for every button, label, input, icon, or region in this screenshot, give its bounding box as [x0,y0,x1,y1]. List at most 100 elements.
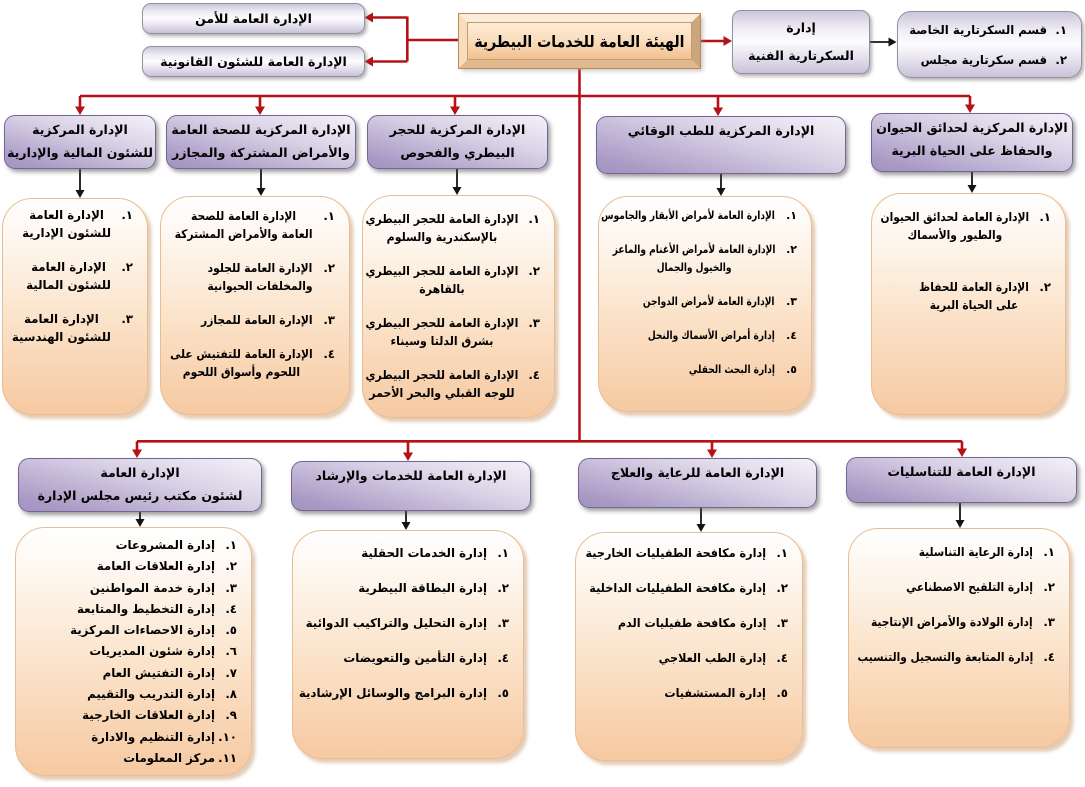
item-text: إدارة التدريب والتقييم [87,687,215,702]
item-text: الإدارة العامة للحجر البيطري للوجه القبل… [365,368,518,400]
general-care-treatment-header: الإدارة العامة للرعاية والعلاج [578,458,817,508]
item-number: ٤. [1043,650,1055,664]
item-text: إدارة المتابعة والتسجيل والتنسيب [857,650,1033,664]
central-zoos-wildlife-list-item: ٢. الإدارة العامة للحفاظ على الحياة البر… [880,278,1051,314]
item-text: إدارة شئون المديريات [89,644,215,659]
general-chairman-office-list-item: ٧. إدارة التفتيش العام [24,663,237,684]
secretariat-label-line1: إدارة [786,20,816,36]
item-number: ٣. [323,313,335,327]
item-text: الإدارة العامة للصحة العامة والأمراض الم… [175,209,313,241]
item-number: ٥. [225,623,237,638]
item-number: ٣. [776,616,788,630]
central-finance-admin-header: الإدارة المركزية للشئون المالية والإداري… [4,115,156,169]
general-chairman-office-header: الإدارة العامة لشئون مكتب رئيس مجلس الإد… [18,458,262,512]
central-zoos-wildlife-list-item: ١. الإدارة العامة لحدائق الحيوان والطيور… [880,208,1051,244]
central-finance-admin-list-item: ٢. الإدارة العامة للشئون المالية [11,258,133,294]
general-chairman-office-list-item: ٨. إدارة التدريب والتقييم [24,684,237,705]
general-services-extension-list-item: ٥. إدارة البرامج والوسائل الإرشادية [298,684,509,702]
header-label: الإدارة المركزية للطب الوقائي [627,123,815,138]
item-text: قسم السكرتارية الخاصة [909,23,1047,37]
item-text: إدارة مكافحة الطفيليات الخارجية [585,546,766,560]
general-chairman-office-list-item: ٣. إدارة خدمة المواطنين [24,578,237,599]
general-chairman-office-list-item: ١١. مركز المعلومات [24,748,237,769]
general-care-treatment-list: ١. إدارة مكافحة الطفيليات الخارجية ٢. إد… [575,532,803,761]
general-reproduction-list-item: ٢. إدارة التلقيح الاصطناعي [857,578,1055,596]
item-text: مركز المعلومات [123,750,215,765]
item-number: ٣. [528,316,540,330]
item-text: الإدارة العامة لأمراض الدواجن [643,295,775,308]
central-preventive-medicine-list-item: ٥. إدارة البحث الحقلي [607,361,797,379]
item-number: ٥. [497,686,509,700]
item-text: إدارة البرامج والوسائل الإرشادية [298,686,487,700]
central-preventive-medicine-list-item: ٢. الإدارة العامة لأمراض الأغنام والماعز… [607,241,797,277]
central-public-health-list-item: ١. الإدارة العامة للصحة العامة والأمراض … [169,207,335,243]
item-number: ٢. [225,559,237,574]
general-chairman-office-list-item: ٢. إدارة العلاقات العامة [24,556,237,577]
item-text: إدارة الخدمات الحقلية [361,546,487,560]
general-chairman-office-list-item: ٥. إدارة الاحصاءات المركزية [24,620,237,641]
item-number: ١. [225,538,237,552]
general-care-treatment-list-item: ٢. إدارة مكافحة الطفيليات الداخلية [584,579,788,597]
item-number: ٢. [323,261,335,275]
central-preventive-medicine-list-item: ٣. الإدارة العامة لأمراض الدواجن [607,293,797,311]
item-text: إدارة التلقيح الاصطناعي [906,580,1033,594]
item-text: إدارة مكافحة طفيليات الدم [617,616,766,630]
general-chairman-office-list: ١. إدارة المشروعات ٢. إدارة العلاقات الع… [15,527,252,776]
item-number: ٩. [225,708,237,723]
central-public-health-list-item: ٢. الإدارة العامة للجلود والمخلفات الحيو… [169,259,335,295]
root-authority-face: الهيئة العامة للخدمات البيطرية [467,22,692,60]
item-text: الإدارة العامة للحجر البيطري بالإسكندرية… [365,212,518,244]
item-text: إدارة التحليل والتراكيب الدوائية [305,616,487,630]
secretariat-departments-box: ١. قسم السكرتارية الخاصة ٢. قسم سكرتارية… [897,11,1082,78]
item-number: ١. [497,546,509,560]
secretariat-label-line2: السكرتارية الفنية [748,47,854,63]
general-care-treatment-list-item: ٤. إدارة الطب العلاجي [584,649,788,667]
general-chairman-office-list-item: ١. إدارة المشروعات [24,535,237,556]
central-zoos-wildlife-header: الإدارة المركزية لحدائق الحيوان والحفاظ … [871,113,1073,172]
central-public-health-header: الإدارة المركزية للصحة العامة والأمراض ا… [166,115,356,169]
secretariat-department-item: ١. قسم السكرتارية الخاصة [904,21,1067,39]
general-chairman-office-list-item: ١٠. إدارة التنظيم والادارة [24,727,237,748]
box-label: الإدارة العامة للشئون القانونية [160,54,347,69]
item-text: الإدارة العامة للحجر البيطري بالقاهرة [365,264,518,296]
central-public-health-list: ١. الإدارة العامة للصحة العامة والأمراض … [160,196,350,415]
item-text: إدارة الطب العلاجي [658,651,766,665]
item-text: إدارة خدمة المواطنين [89,580,215,595]
central-quarantine-header: الإدارة المركزية للحجر البيطري والفحوص [367,115,548,169]
item-number: ٢. [786,243,797,256]
general-reproduction-list: ١. إدارة الرعاية التناسلية ٢. إدارة التل… [848,528,1070,748]
item-text: الإدارة العامة للجلود والمخلفات الحيواني… [207,261,313,293]
security-admin-box: الإدارة العامة للأمن [142,3,365,34]
general-services-extension-list-item: ٢. إدارة البطاقة البيطرية [301,579,509,597]
item-text: إدارة المستشفيات [664,686,766,700]
item-text: الإدارة العامة لحدائق الحيوان والطيور وا… [880,210,1029,242]
item-text: الإدارة العامة للحفاظ على الحياة البرية [919,280,1029,312]
item-number: ٢. [1055,53,1067,67]
item-number: ٣. [497,616,509,630]
item-number: ١. [786,209,797,222]
item-number: ١. [1055,23,1067,37]
root-authority-label: الهيئة العامة للخدمات البيطرية [474,31,685,51]
item-text: الإدارة العامة للحجر البيطري بشرق الدلتا… [365,316,518,348]
general-reproduction-list-item: ٣. إدارة الولادة والأمراض الإنتاجية [857,613,1055,631]
item-text: الإدارة العامة لأمراض الأغنام والماعز وا… [612,243,775,274]
general-reproduction-list-item: ٤. إدارة المتابعة والتسجيل والتنسيب [857,648,1055,666]
black-connector-lines [79,41,973,524]
item-text: إدارة البطاقة البيطرية [358,581,487,595]
central-quarantine-list-item: ٤. الإدارة العامة للحجر البيطري للوجه ال… [365,366,540,402]
item-text: إدارة التخطيط والمتابعة [76,601,215,616]
item-number: ١. [323,209,335,223]
central-preventive-medicine-list-item: ١. الإدارة العامة لأمراض الأبقار والجامو… [601,207,797,225]
central-public-health-list-item: ٣. الإدارة العامة للمجازر [169,311,335,329]
item-number: ٨. [225,687,237,702]
item-text: إدارة التأمين والتعويضات [343,651,487,665]
general-reproduction-list-item: ١. إدارة الرعاية التناسلية [857,543,1055,561]
item-number: ٣. [1043,615,1055,629]
item-number: ٢. [776,581,788,595]
general-chairman-office-list-item: ٩. إدارة العلاقات الخارجية [24,705,237,726]
item-text: الإدارة العامة للمجازر [201,313,313,327]
root-authority-box: الهيئة العامة للخدمات البيطرية [458,13,701,69]
general-reproduction-header: الإدارة العامة للتناسليات [846,457,1077,503]
